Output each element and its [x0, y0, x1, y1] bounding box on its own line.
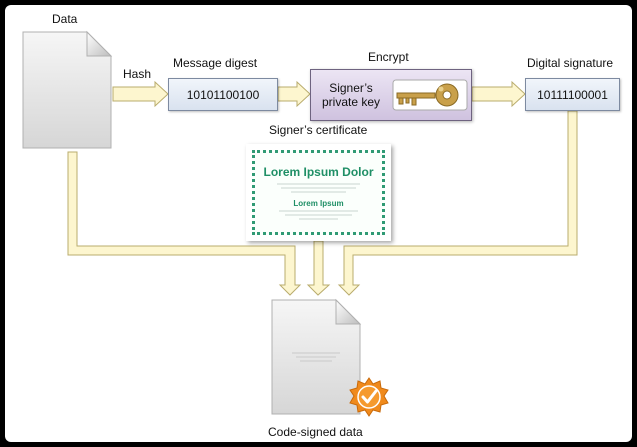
digital-signature-box: 10111100001 [525, 78, 620, 111]
arrow-to-encrypt [277, 80, 311, 108]
flow-arrows [67, 80, 578, 296]
certificate-text-lines [277, 183, 360, 220]
document-icon [22, 30, 113, 149]
message-digest-label: Message digest [173, 56, 258, 70]
checkmark-badge-icon [349, 377, 389, 417]
certificate: Lorem Ipsum Dolor Lorem Ipsum [246, 144, 391, 241]
data-label: Data [52, 12, 78, 26]
arrow-hash [112, 80, 169, 108]
certificate-title: Lorem Ipsum Dolor [263, 165, 374, 179]
signed-document-icon [271, 298, 362, 415]
message-digest-value: 10101100100 [186, 87, 260, 102]
key-icon [392, 79, 468, 111]
encrypt-box: Signer’s private key [310, 69, 472, 121]
encrypt-label: Encrypt [368, 50, 409, 64]
certificate-border: Lorem Ipsum Dolor Lorem Ipsum [252, 150, 385, 235]
certificate-subtitle: Lorem Ipsum [293, 199, 344, 208]
digital-signature-value: 10111100001 [537, 87, 608, 102]
diagram-canvas: Data Hash Message digest 10101100100 Enc… [5, 5, 632, 442]
arrow-cert-to-signed [306, 240, 331, 296]
signers-certificate-label: Signer’s certificate [269, 123, 368, 137]
message-digest-box: 10101100100 [168, 78, 278, 111]
encrypt-line-1: Signer’s [329, 81, 373, 95]
arrow-data-to-signed [67, 151, 302, 296]
digital-signature-label: Digital signature [527, 56, 614, 70]
encrypt-text: Signer’s private key [311, 81, 391, 109]
encrypt-line-2: private key [321, 95, 381, 109]
hash-label: Hash [123, 67, 152, 81]
arrow-signature-to-signed [337, 110, 578, 296]
arrow-to-signature [471, 80, 526, 108]
code-signed-data-label: Code-signed data [268, 425, 363, 439]
